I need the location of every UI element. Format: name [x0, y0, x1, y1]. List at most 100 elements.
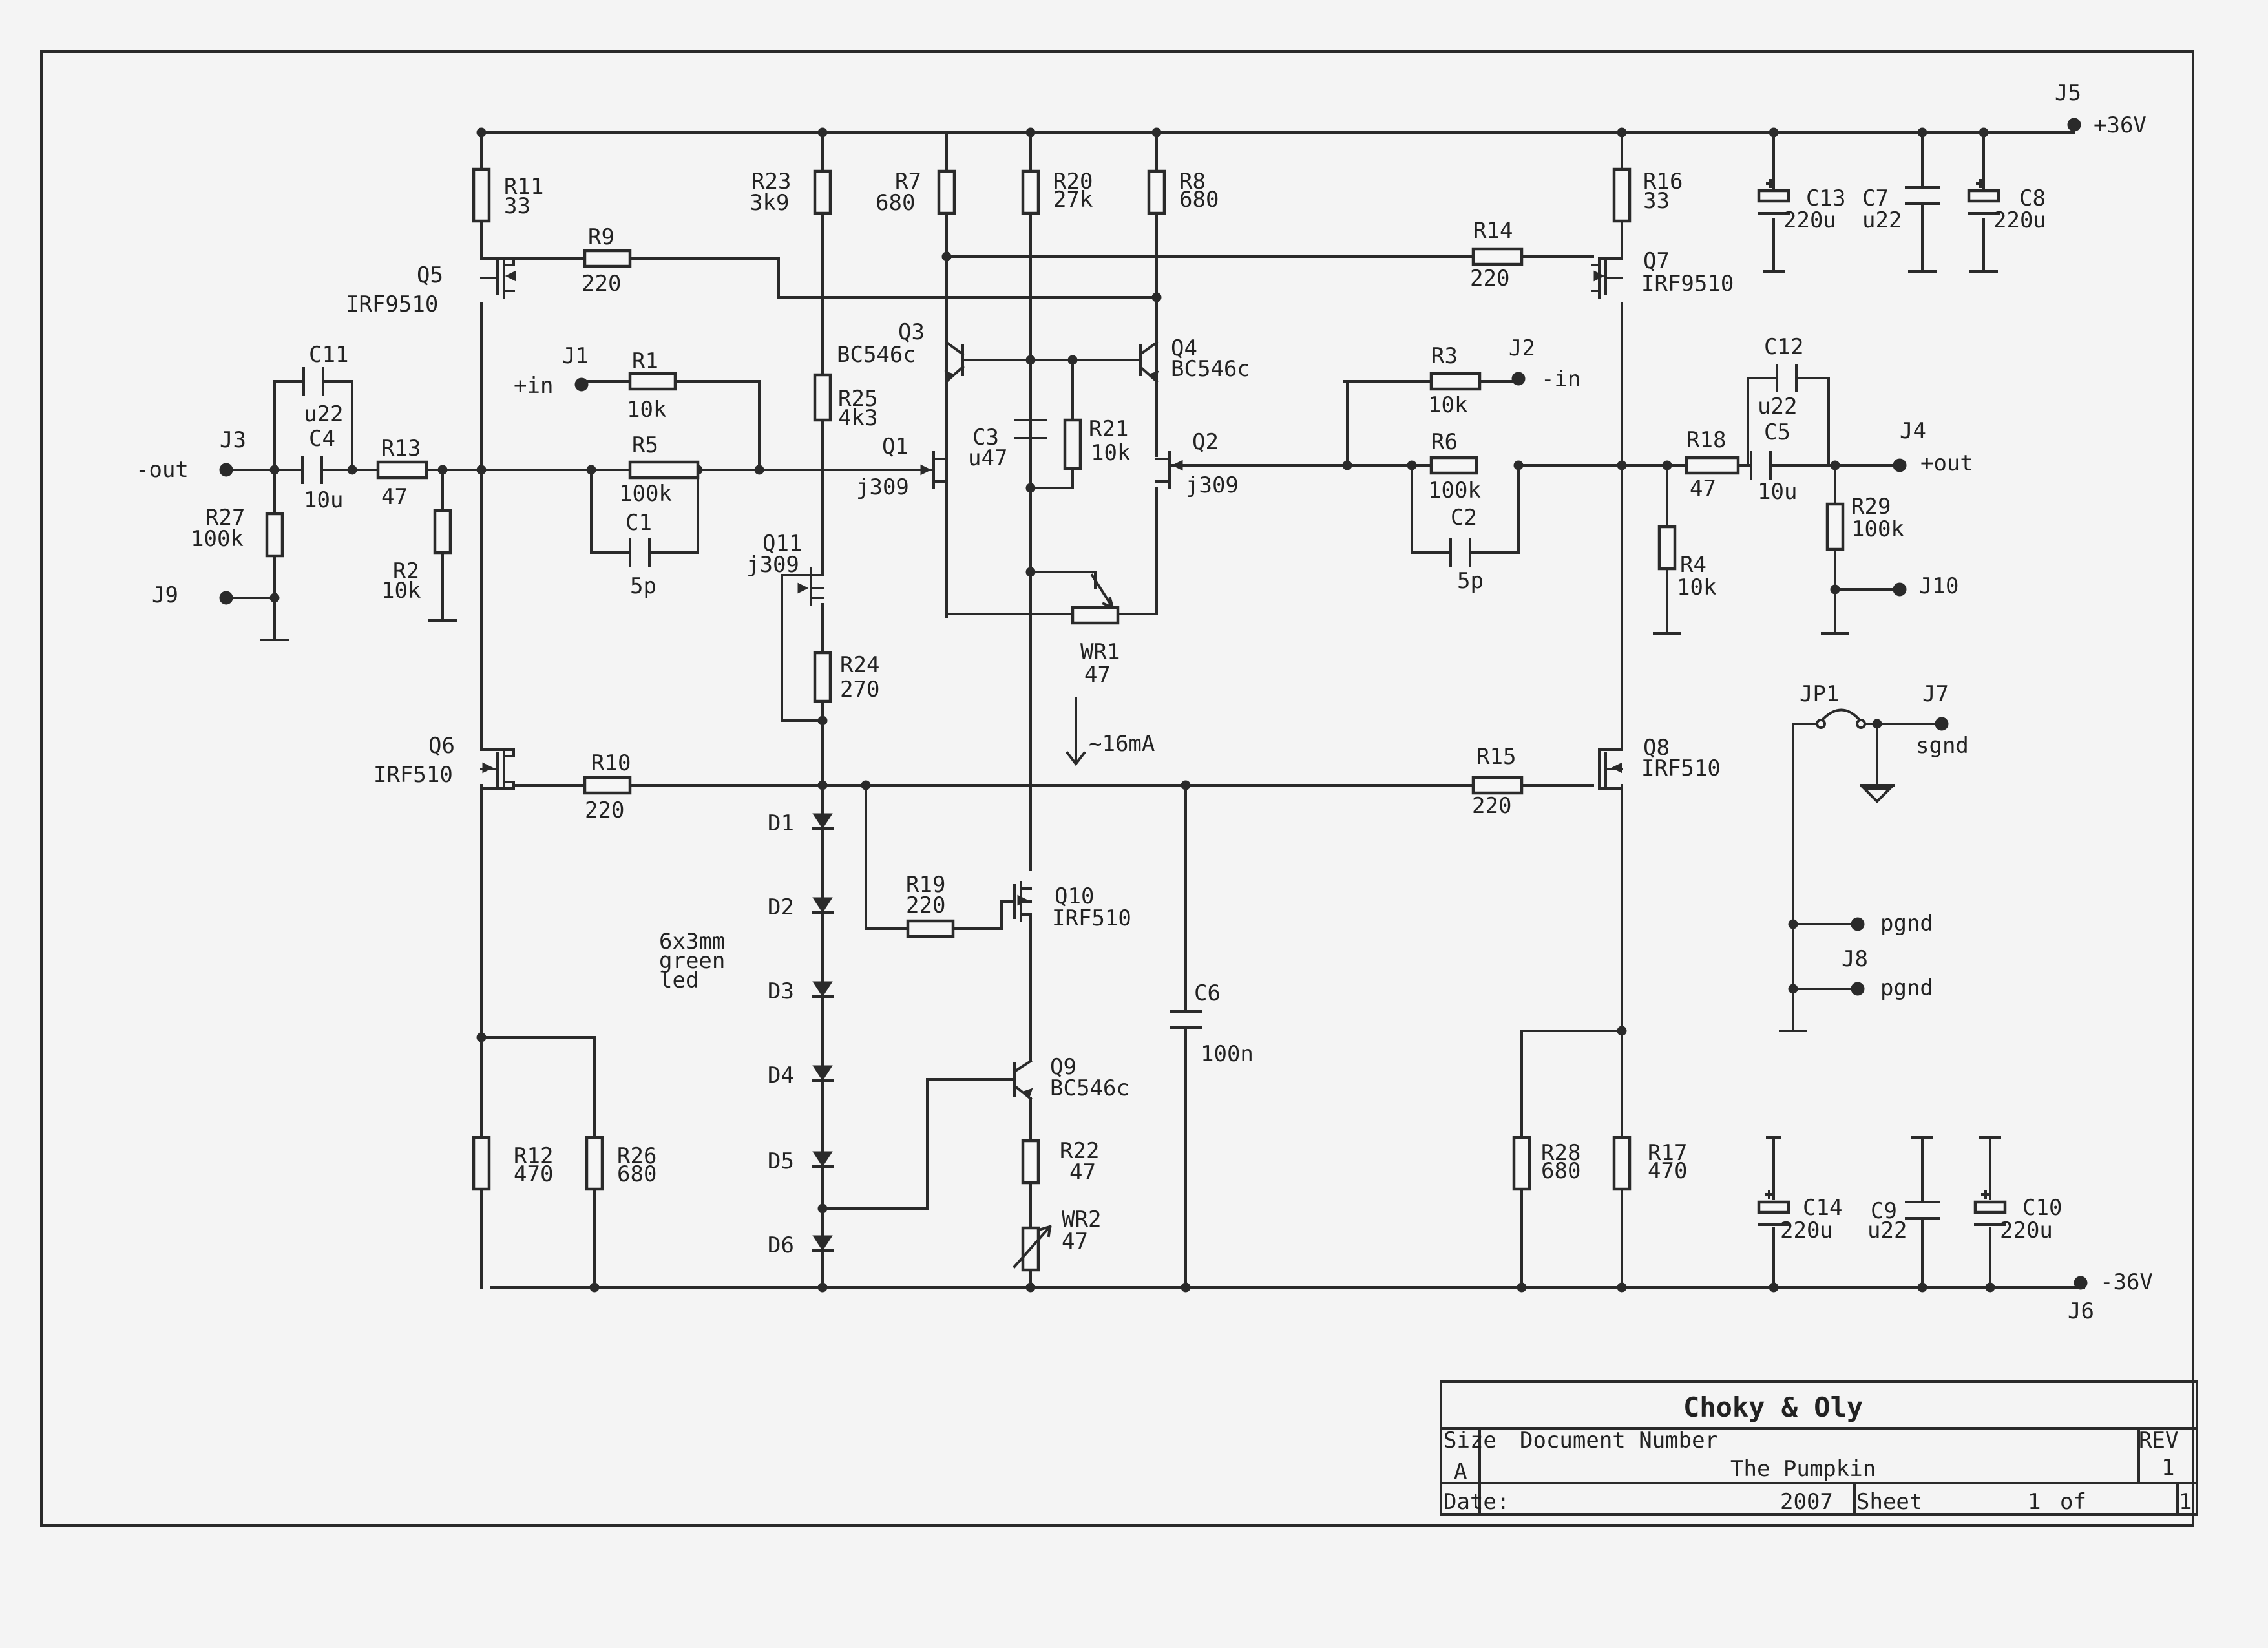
trimmer-WR1	[1071, 573, 1120, 625]
bjt-Q3	[944, 341, 965, 383]
led-D3	[812, 981, 834, 998]
led-D2	[812, 897, 834, 914]
capacitor-C8	[1967, 179, 2000, 215]
label-Q1-value: j309	[856, 474, 909, 500]
label-R5-ref: R5	[632, 432, 658, 458]
label-C12-ref: C12	[1764, 334, 1803, 360]
label-R25-value: 4k3	[838, 405, 877, 431]
resistor-R29	[1825, 502, 1845, 551]
label-Q4-value: BC546c	[1171, 356, 1250, 382]
label-R26-ref: R26	[617, 1143, 656, 1169]
resistor-R5	[628, 460, 700, 480]
jfet-Q2	[1155, 451, 1184, 489]
resistor-R17	[1612, 1136, 1632, 1191]
junctions	[269, 127, 1995, 1293]
capacitor-C3	[1014, 419, 1047, 454]
label-Q7-value: IRF9510	[1641, 271, 1734, 297]
capacitor-C7	[1905, 186, 1940, 205]
resistor-R19	[906, 919, 955, 938]
title-sheet-value: 1	[2028, 1489, 2041, 1515]
label-C9-value: u22	[1867, 1218, 1907, 1243]
current-arrow	[1066, 697, 1086, 766]
label-J4-label: +out	[1920, 450, 1973, 476]
label-C8-value: 220u	[1993, 207, 2046, 233]
label-Q1-ref: Q1	[882, 434, 908, 460]
mosfet-Q10	[1013, 881, 1032, 922]
label-J7-label: sgnd	[1916, 733, 1969, 759]
rails	[480, 131, 2085, 1289]
connector-J10-dot	[1893, 582, 1907, 597]
title-of-label: of	[2060, 1489, 2086, 1515]
label-C7-ref: C7	[1862, 185, 1889, 211]
label-C14-value: 220u	[1780, 1218, 1833, 1243]
connector-J1-dot	[574, 377, 589, 392]
resistor-R10	[583, 776, 632, 795]
label-Q8-value: IRF510	[1641, 755, 1721, 781]
label-R15-value: 220	[1472, 793, 1511, 819]
title-company: Choky & Oly	[1683, 1391, 1863, 1423]
label-R8-ref: R8	[1179, 169, 1206, 195]
label-Q6-ref: Q6	[428, 733, 455, 759]
label-R5-value: 100k	[619, 481, 672, 507]
label-Q4-ref: Q4	[1171, 335, 1197, 361]
label-R9-ref: R9	[588, 224, 614, 250]
title-sheet-label: Sheet	[1856, 1489, 1922, 1515]
connector-J3-dot	[219, 463, 233, 477]
label-C5-ref: C5	[1764, 419, 1790, 445]
connector-J6-dot	[2074, 1276, 2088, 1290]
label-Q5-ref: Q5	[417, 262, 443, 288]
capacitor-C11	[302, 367, 324, 396]
label-C6-value: 100n	[1201, 1041, 1254, 1067]
label-R17-value: 470	[1648, 1158, 1687, 1184]
resistor-R13	[376, 460, 428, 480]
label-Q11-value: j309	[746, 552, 799, 578]
label-R20-ref: R20	[1053, 169, 1093, 195]
label-C13-ref: C13	[1806, 185, 1845, 211]
label-R3-ref: R3	[1431, 343, 1458, 369]
led-D6	[812, 1235, 834, 1252]
label-C14-ref: C14	[1803, 1195, 1842, 1221]
label-R22-ref: R22	[1060, 1138, 1099, 1164]
label-WR2-value: 47	[1062, 1229, 1088, 1254]
title-size-label: Size	[1444, 1428, 1496, 1453]
label-Q9-value: BC546c	[1050, 1075, 1129, 1101]
capacitor-C1	[629, 538, 651, 567]
ground-symbol	[1861, 787, 1893, 803]
label-C10-ref: C10	[2022, 1195, 2062, 1221]
trimmer-WR2	[1013, 1225, 1052, 1272]
connectors	[219, 118, 2088, 1290]
label-Q11-ref: Q11	[762, 531, 802, 556]
resistor-R27	[265, 512, 284, 558]
label-J3-ref: J3	[220, 427, 246, 453]
capacitor-C14	[1757, 1190, 1790, 1226]
connector-J9-dot	[219, 591, 233, 605]
resistor-R22	[1021, 1139, 1040, 1185]
resistor-R24	[813, 651, 832, 703]
label-R14-value: 220	[1470, 266, 1509, 291]
resistor-R18	[1685, 456, 1740, 475]
label-Q8-ref: Q8	[1643, 735, 1670, 761]
label-C2-value: 5p	[1457, 568, 1484, 594]
capacitor-C13	[1757, 179, 1790, 215]
resistor-R21	[1063, 418, 1082, 470]
label-R29-ref: R29	[1851, 494, 1891, 520]
connector-J7-dot	[1935, 717, 1949, 731]
resistor-R14	[1471, 247, 1524, 266]
title-doc-number-label: Document Number	[1520, 1428, 1718, 1453]
label-J1-ref: J1	[562, 343, 589, 369]
label-R18-value: 47	[1690, 476, 1716, 502]
label-J5-label: +36V	[2094, 112, 2147, 138]
label-R7-value: 680	[876, 190, 915, 216]
label-WR2-ref: WR2	[1062, 1207, 1101, 1232]
label-R2-ref: R2	[393, 558, 419, 584]
label-J1-label: +in	[514, 373, 553, 399]
label-WR1-ref: WR1	[1080, 639, 1120, 665]
label-Q10-ref: Q10	[1055, 883, 1094, 909]
label-Q3-value: BC546c	[837, 342, 916, 368]
label-R24-ref: R24	[840, 652, 879, 678]
label-C1-ref: C1	[625, 510, 652, 536]
label-R4-value: 10k	[1677, 575, 1716, 600]
label-Q3-ref: Q3	[898, 319, 925, 345]
label-R9-value: 220	[582, 271, 621, 297]
label-R21-ref: R21	[1089, 416, 1128, 442]
